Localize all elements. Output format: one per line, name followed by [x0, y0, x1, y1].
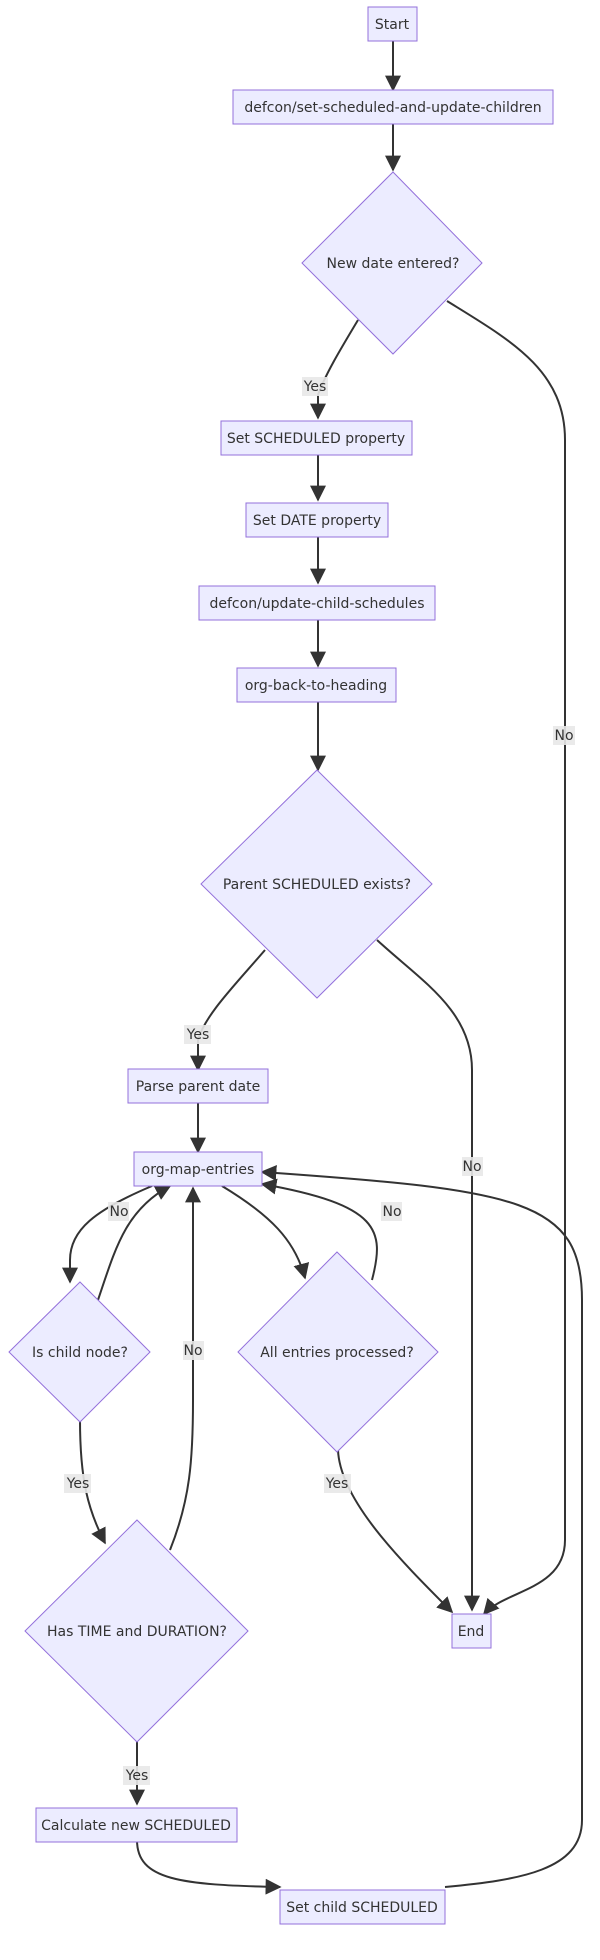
svg-text:No: No: [462, 1159, 481, 1175]
svg-text:Yes: Yes: [125, 1768, 149, 1784]
edge-has-time-no: [169, 1186, 201, 1551]
nodes: Start defcon/set-scheduled-and-update-ch…: [8, 6, 554, 1925]
svg-text:Yes: Yes: [325, 1476, 349, 1492]
edge-new-date-no: [446, 300, 566, 1616]
org-map-entries-node: org-map-entries: [133, 1151, 263, 1187]
svg-text:defcon/set-scheduled-and-updat: defcon/set-scheduled-and-update-children: [244, 100, 541, 116]
svg-text:End: End: [458, 1624, 485, 1640]
edge-all-processed-no: [260, 1178, 378, 1281]
edge-labels: Yes No Yes No No No No Yes Yes Yes: [64, 377, 575, 1785]
edge-label-yes: Yes: [324, 1474, 351, 1493]
org-back-to-heading-node: org-back-to-heading: [236, 667, 397, 703]
svg-text:Parent SCHEDULED exists?: Parent SCHEDULED exists?: [223, 877, 411, 893]
svg-text:Yes: Yes: [66, 1476, 90, 1492]
svg-text:Set SCHEDULED property: Set SCHEDULED property: [227, 431, 405, 447]
edge-parent-exists-no: [376, 939, 480, 1612]
edge-map-entries-to-all-processed: [221, 1185, 310, 1280]
svg-text:Has TIME and DURATION?: Has TIME and DURATION?: [47, 1624, 227, 1640]
edge-all-processed-yes: [337, 1449, 454, 1614]
svg-text:No: No: [183, 1343, 202, 1359]
svg-text:No: No: [382, 1204, 401, 1220]
has-time-and-duration-decision: Has TIME and DURATION?: [24, 1519, 249, 1743]
set-child-scheduled-node: Set child SCHEDULED: [279, 1889, 446, 1925]
edge-is-child-no: [97, 1185, 172, 1301]
svg-text:org-map-entries: org-map-entries: [142, 1162, 255, 1178]
set-scheduled-and-update-children-node: defcon/set-scheduled-and-update-children: [232, 89, 554, 125]
edge-label-no: No: [462, 1157, 483, 1176]
edge-label-no: No: [381, 1202, 402, 1221]
svg-text:Parse parent date: Parse parent date: [136, 1079, 260, 1095]
end-node: End: [451, 1613, 492, 1649]
set-date-property-node: Set DATE property: [245, 502, 389, 538]
edge-new-date-yes: [310, 319, 359, 420]
calculate-new-scheduled-node: Calculate new SCHEDULED: [35, 1807, 238, 1843]
edge-set-child-to-map-entries: [260, 1165, 583, 1888]
new-date-entered-decision: New date entered?: [301, 171, 483, 355]
svg-text:No: No: [554, 728, 573, 744]
svg-text:Set child SCHEDULED: Set child SCHEDULED: [286, 1900, 438, 1916]
edge-label-yes: Yes: [184, 1025, 211, 1044]
svg-text:Yes: Yes: [186, 1027, 210, 1043]
svg-text:Yes: Yes: [303, 379, 327, 395]
svg-text:Calculate new SCHEDULED: Calculate new SCHEDULED: [41, 1818, 231, 1834]
svg-text:defcon/update-child-schedules: defcon/update-child-schedules: [210, 596, 425, 612]
edge-label-yes: Yes: [302, 377, 328, 396]
svg-text:All entries processed?: All entries processed?: [260, 1345, 414, 1361]
svg-text:Start: Start: [375, 17, 410, 33]
set-scheduled-property-node: Set SCHEDULED property: [220, 420, 413, 456]
edge-label-yes: Yes: [64, 1474, 91, 1493]
svg-text:New date entered?: New date entered?: [327, 256, 460, 272]
svg-text:Is child node?: Is child node?: [32, 1345, 128, 1361]
svg-text:org-back-to-heading: org-back-to-heading: [245, 678, 387, 694]
edge-label-no: No: [108, 1202, 129, 1221]
edge-label-no: No: [183, 1341, 204, 1360]
edge-label-no: No: [553, 726, 575, 745]
edge-calculate-to-set-child: [136, 1839, 282, 1895]
all-entries-processed-decision: All entries processed?: [237, 1251, 439, 1453]
is-child-node-decision: Is child node?: [8, 1281, 151, 1423]
start-node: Start: [367, 6, 418, 42]
edge-parent-exists-yes: [190, 949, 266, 1072]
parse-parent-date-node: Parse parent date: [127, 1068, 269, 1104]
svg-text:No: No: [109, 1204, 128, 1220]
parent-scheduled-exists-decision: Parent SCHEDULED exists?: [200, 769, 433, 999]
update-child-schedules-node: defcon/update-child-schedules: [198, 585, 436, 621]
edge-map-entries-to-is-child: [62, 1185, 153, 1284]
svg-text:Set DATE property: Set DATE property: [253, 513, 381, 529]
edge-label-yes: Yes: [123, 1766, 150, 1785]
